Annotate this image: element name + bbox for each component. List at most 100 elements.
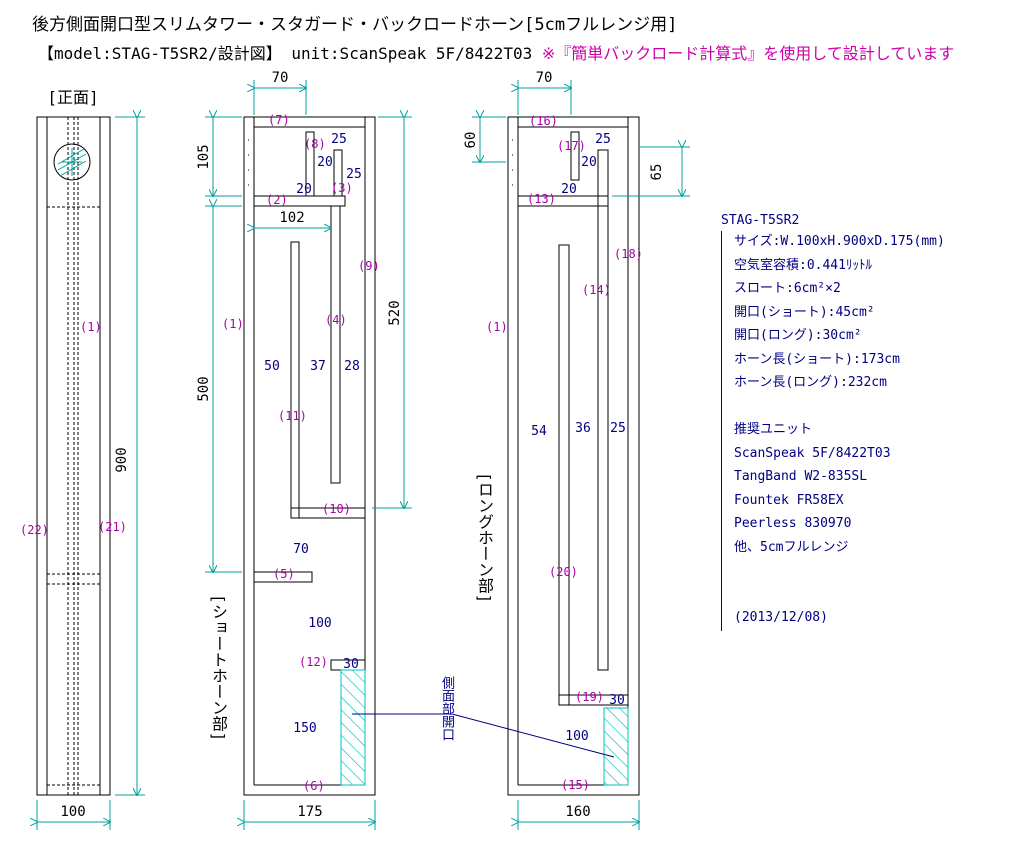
part-label: (22)	[20, 523, 49, 537]
inner-number: 50	[264, 359, 280, 374]
part-label: (4)	[325, 313, 347, 327]
inner-number: 37	[310, 359, 326, 374]
subtitle-note: ※『簡単バックロード計算式』を使用して設計しています	[541, 44, 955, 63]
inner-number: 20	[561, 182, 577, 197]
spec-text: (2013/12/08)	[734, 610, 828, 625]
short-horn-dim-text: 70 105 102 500 520 175	[196, 70, 403, 820]
long-horn-numbers: 25 20 20 54 36 25 30 100	[531, 132, 626, 744]
part-label: (8)	[304, 137, 326, 151]
short-horn-view	[243, 116, 376, 796]
inner-number: 28	[344, 359, 360, 374]
dim-text: 175	[297, 804, 322, 820]
part-label: (21)	[98, 520, 127, 534]
spec-text: Fountek FR58EX	[734, 492, 844, 508]
side-opening-long	[603, 707, 629, 786]
driver-cutout	[53, 143, 91, 181]
spec-row: サイズ:W.100xH.900xD.175(mm)	[721, 231, 945, 255]
dim-text: 60	[463, 132, 479, 149]
spec-row: ScanSpeak 5F/8422T03	[721, 442, 891, 466]
inner-number: 20	[296, 182, 312, 197]
short-horn-label: [ショートホーン部]	[209, 594, 228, 742]
part-label: (17)	[557, 139, 586, 153]
shelf-5	[253, 571, 313, 583]
spec-text: 推奨ユニット	[734, 422, 813, 437]
spec-model: STAG-T5SR2	[721, 213, 800, 228]
short-horn-dimensions	[205, 80, 412, 830]
dim-text: 102	[279, 210, 304, 226]
spec-panel: STAG-T5SR2 サイズ:W.100xH.900xD.175(mm) 空気室…	[721, 210, 991, 631]
dim-text: 520	[387, 300, 403, 325]
part-label: (5)	[273, 567, 295, 581]
front-width-dim: 100	[60, 804, 85, 820]
spec-row	[721, 395, 722, 419]
part-label: (1)	[80, 320, 102, 334]
shelf-2	[253, 195, 346, 207]
inner-number: 70	[293, 542, 309, 557]
spec-row: 開口(ショート):45cm²	[721, 301, 875, 325]
part-label: (7)	[268, 113, 290, 127]
spec-text: Peerless 830970	[734, 516, 852, 531]
baffle-17	[570, 131, 580, 181]
part-label: (2)	[266, 193, 288, 207]
front-part-labels: (1) (22) (21)	[20, 320, 127, 537]
front-view	[36, 116, 111, 796]
part-label: (6)	[303, 779, 325, 793]
spec-row: (2013/12/08)	[721, 607, 828, 631]
part-label: (20)	[549, 565, 578, 579]
side-opening-leaders	[352, 713, 615, 758]
part-label: (12)	[299, 655, 328, 669]
drawing-title: 後方側面開口型スリムタワー・スタガード・バックロードホーン[5cmフルレンジ用]	[32, 15, 678, 35]
part-label: (1)	[486, 320, 508, 334]
inner-number: 25	[610, 421, 626, 436]
inner-number: 20	[581, 155, 597, 170]
spec-row	[721, 583, 722, 607]
short-horn-numbers: 25 20 25 20 50 37 28 70 100 30 150	[264, 132, 362, 736]
drawing-subtitle: 【model:STAG-T5SR2/設計図】 unit:ScanSpeak 5F…	[38, 40, 954, 64]
inner-number: 25	[595, 132, 611, 147]
baffle-20	[558, 244, 570, 706]
spec-row: 他、5cmフルレンジ	[721, 536, 848, 560]
front-view-label: [正面]	[47, 88, 98, 107]
side-opening-label: 側面部開口	[439, 676, 454, 741]
spec-text: 空気室容積:0.441ﾘｯﾄﾙ	[734, 257, 872, 273]
spec-row: ホーン長(ロング):232cm	[721, 372, 887, 396]
spec-text: サイズ:W.100xH.900xD.175(mm)	[734, 234, 945, 249]
short-horn-outline	[243, 116, 376, 796]
long-horn-dimensions	[472, 80, 690, 830]
spec-row: 開口(ロング):30cm²	[721, 325, 862, 349]
spec-row: ホーン長(ショート):173cm	[721, 348, 900, 372]
spec-row: 推奨ユニット	[721, 419, 812, 443]
part-label: (19)	[575, 690, 604, 704]
spec-text: ScanSpeak 5F/8422T03	[734, 445, 891, 461]
part-label: (14)	[582, 283, 611, 297]
inner-number: 25	[331, 132, 347, 147]
spec-row	[721, 560, 722, 584]
long-horn-outline	[507, 116, 640, 796]
part-label: (13)	[527, 192, 556, 206]
dim-text: 70	[272, 70, 289, 86]
subtitle-model: 【model:STAG-T5SR2/設計図】 unit:ScanSpeak 5F…	[38, 44, 533, 63]
spec-row: Fountek FR58EX	[721, 489, 844, 513]
part-label: (11)	[278, 409, 307, 423]
spec-text: 開口(ロング):30cm²	[734, 328, 862, 343]
inner-number: 30	[343, 657, 359, 672]
shelf-19	[558, 694, 629, 706]
part-label: (16)	[529, 114, 558, 128]
part-label: (1)	[222, 317, 244, 331]
spec-text: 開口(ショート):45cm²	[734, 304, 875, 320]
spec-row: TangBand W2-835SL	[721, 466, 867, 490]
part-label: (18)	[614, 247, 643, 261]
dim-text: 65	[649, 164, 665, 181]
part-label: (3)	[331, 181, 353, 195]
baffle-4	[330, 205, 341, 484]
front-height-dim: 900	[114, 447, 130, 472]
inner-number: 25	[346, 167, 362, 182]
inner-number: 150	[293, 721, 316, 736]
dim-text: 105	[196, 144, 212, 169]
dim-text: 70	[536, 70, 553, 86]
part-label: (9)	[358, 259, 380, 273]
long-horn-dim-text: 70 60 65 160	[463, 70, 665, 820]
inner-number: 30	[609, 693, 625, 708]
inner-number: 54	[531, 424, 547, 439]
dim-text: 160	[565, 804, 590, 820]
